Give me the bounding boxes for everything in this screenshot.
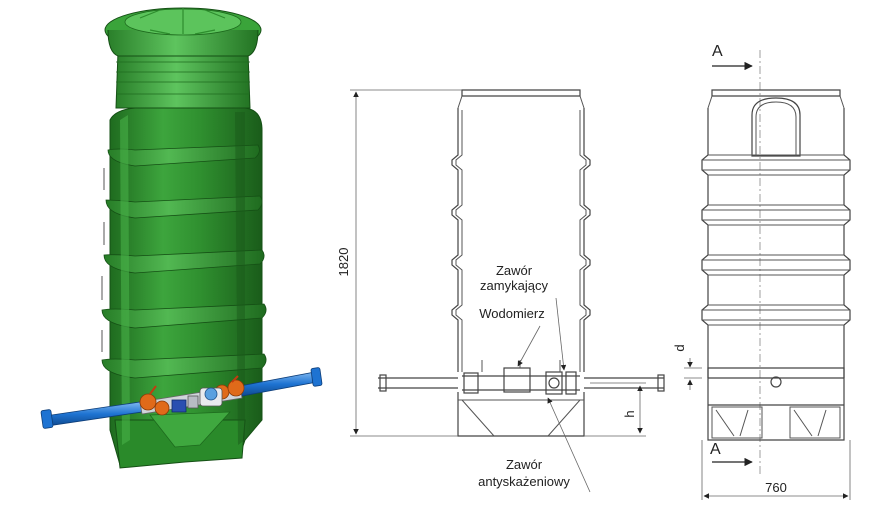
section-mark-top: A bbox=[712, 43, 723, 60]
well-3d-render bbox=[40, 7, 323, 469]
tank-ribs bbox=[101, 144, 267, 379]
label-backflow-valve-line2: antyskażeniowy bbox=[478, 474, 570, 489]
front-view-drawing: A A d 760 bbox=[672, 43, 851, 500]
label-closing-valve-line2: zamykający bbox=[480, 278, 548, 293]
dim-width: 760 bbox=[765, 480, 787, 495]
label-water-meter: Wodomierz bbox=[479, 306, 545, 321]
dim-height: 1820 bbox=[336, 248, 351, 277]
label-backflow-valve-line1: Zawór bbox=[506, 457, 543, 472]
section-drawing: 1820 h Zawór zamykający Wodomierz Zawór … bbox=[336, 89, 665, 493]
tank-lid bbox=[104, 7, 262, 109]
dim-h: h bbox=[622, 410, 637, 417]
dim-d: d bbox=[672, 344, 687, 351]
section-pipe bbox=[378, 360, 665, 395]
section-mark-bottom: A bbox=[710, 441, 721, 458]
pipe-assembly-3d bbox=[40, 367, 323, 429]
label-closing-valve-line1: Zawór bbox=[496, 263, 533, 278]
